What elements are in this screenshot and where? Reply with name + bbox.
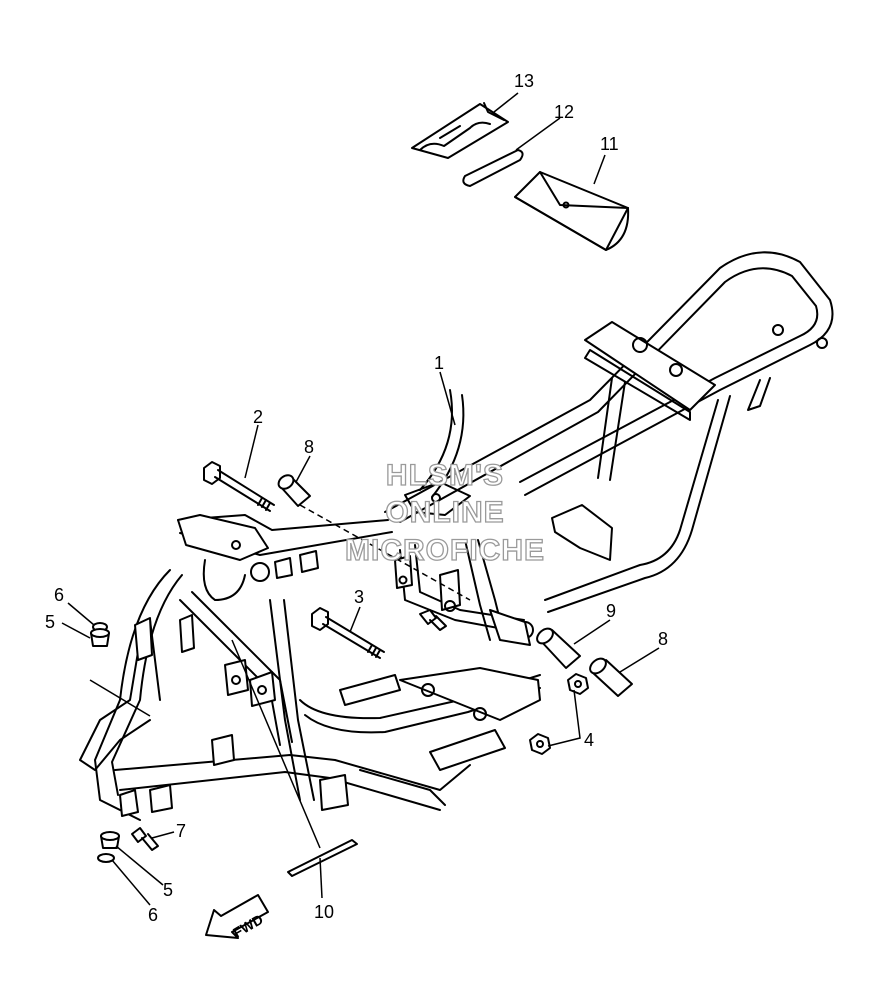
pivot-axis-dashed (299, 504, 471, 601)
nut-lower (529, 733, 551, 755)
main-frame (79, 251, 834, 821)
engine-mount-bolt-long (203, 461, 275, 512)
callout-8-upper: 8 (304, 437, 314, 457)
callout-5-upper: 5 (45, 612, 55, 632)
callout-8-lower: 8 (658, 629, 668, 649)
callout-6-lower: 6 (148, 905, 158, 925)
watermark-line-3: MICROFICHE (345, 534, 545, 567)
callout-1: 1 (434, 353, 444, 373)
callout-4: 4 (584, 730, 594, 750)
grommet-lower (100, 831, 120, 849)
callout-7: 7 (176, 821, 186, 841)
callout-2: 2 (253, 407, 263, 427)
callout-6-upper: 6 (54, 585, 64, 605)
callout-5-lower: 5 (163, 880, 173, 900)
callout-11: 11 (600, 134, 619, 154)
rubber-band (462, 149, 524, 187)
grommet-upper (90, 628, 110, 647)
collar-9 (536, 627, 581, 669)
callout-12: 12 (554, 102, 574, 122)
watermark-line-1: HLSM'S (386, 459, 504, 492)
callout-10: 10 (314, 902, 334, 922)
collar-lower (589, 657, 633, 697)
plug-screw-7 (131, 827, 159, 851)
tool-holder (411, 102, 509, 159)
collar-upper (277, 474, 311, 507)
callout-numbers: 1 2 3 4 5 5 6 6 7 8 8 9 10 11 12 13 (45, 71, 668, 925)
callout-9: 9 (606, 601, 616, 621)
callout-3: 3 (354, 587, 364, 607)
leader-lines (61, 92, 660, 906)
o-ring-lower (97, 853, 115, 863)
engine-mount-bolt (311, 607, 385, 659)
tool-bag (514, 171, 630, 251)
watermark-line-2: ONLINE (385, 496, 504, 529)
fwd-direction-arrow: FWD (205, 894, 269, 941)
decal-plate (287, 839, 358, 877)
pivot-bolt-small (419, 609, 447, 631)
nut-upper (567, 673, 589, 695)
callout-13: 13 (514, 71, 534, 91)
watermark: HLSM'S ONLINE MICROFICHE (344, 458, 545, 567)
